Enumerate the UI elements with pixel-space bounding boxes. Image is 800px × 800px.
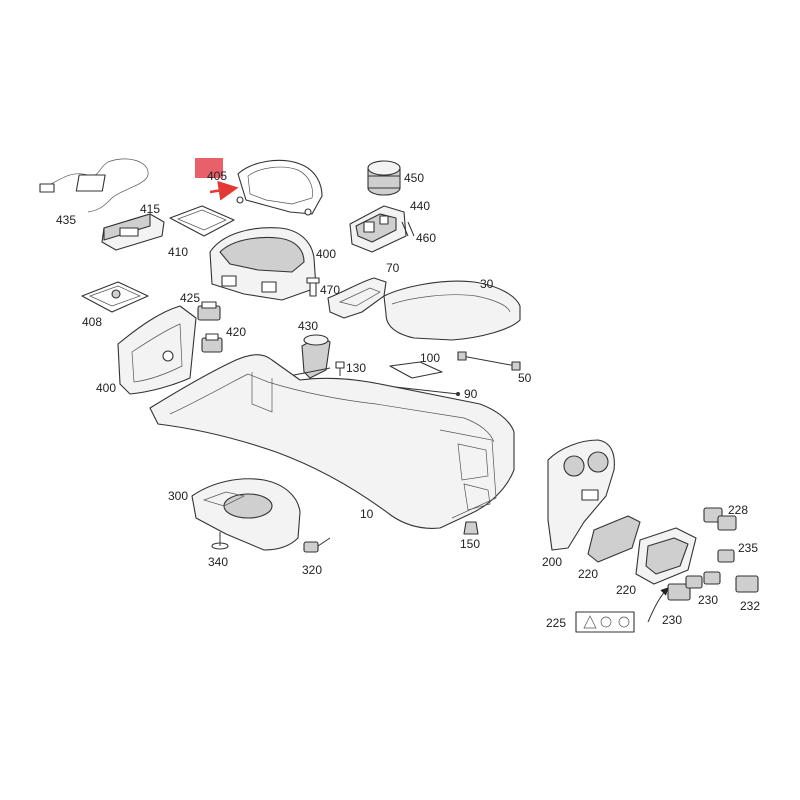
label-220-upper: 220: [578, 567, 598, 581]
label-440: 440: [410, 199, 430, 213]
part-470-screw: [306, 277, 320, 297]
label-340: 340: [208, 555, 228, 569]
label-450: 450: [404, 171, 424, 185]
part-228-switches: [703, 507, 737, 531]
red-arrow-405: [209, 180, 239, 201]
label-230-bottom: 230: [662, 613, 682, 627]
label-130: 130: [346, 361, 366, 375]
part-230-switches: [667, 575, 703, 601]
part-10-console: [149, 354, 515, 529]
label-225: 225: [546, 616, 566, 630]
label-30: 30: [480, 277, 494, 291]
part-220-upper: [587, 515, 641, 563]
part-410-mat: [169, 205, 235, 237]
part-320-socket: [303, 537, 331, 553]
part-100-pad: [389, 361, 443, 379]
part-420-switch: [201, 333, 223, 353]
label-405: 405: [207, 169, 227, 183]
label-220-lower: 220: [616, 583, 636, 597]
part-70-trim: [327, 277, 387, 319]
label-410: 410: [168, 245, 188, 259]
part-200-vent-panel: [547, 439, 615, 551]
part-405-frame: [195, 158, 323, 216]
part-430-cup: [301, 334, 331, 379]
part-150-clip: [463, 521, 479, 535]
label-10: 10: [360, 507, 374, 521]
label-232: 232: [740, 599, 760, 613]
part-440-controller: [349, 205, 407, 253]
label-70: 70: [386, 261, 400, 275]
label-235: 235: [738, 541, 758, 555]
part-400-tray: [209, 227, 317, 301]
highlight-405: [195, 158, 223, 178]
label-228: 228: [728, 503, 748, 517]
part-408-mat: [81, 281, 149, 313]
assembly-arrow-230: [647, 587, 669, 623]
label-400-top: 400: [316, 247, 336, 261]
label-425: 425: [180, 291, 200, 305]
label-300: 300: [168, 489, 188, 503]
part-460-clips: [401, 221, 415, 237]
label-415: 415: [140, 202, 160, 216]
label-420: 420: [226, 325, 246, 339]
part-235-switches: [703, 549, 735, 585]
part-340-screw: [211, 532, 229, 550]
label-230-right: 230: [698, 593, 718, 607]
part-220-lower: [635, 527, 697, 585]
label-200: 200: [542, 555, 562, 569]
part-225-label: [575, 611, 635, 633]
label-320: 320: [302, 563, 322, 577]
label-460: 460: [416, 231, 436, 245]
part-130-screw: [335, 361, 345, 376]
part-415-module: [101, 213, 165, 251]
label-430: 430: [298, 319, 318, 333]
part-435-cable: [39, 158, 149, 213]
label-470: 470: [320, 283, 340, 297]
label-435: 435: [56, 213, 76, 227]
part-232-switch: [735, 575, 759, 593]
part-400-side-panel: [117, 305, 197, 395]
label-100: 100: [420, 351, 440, 365]
part-450-knob: [367, 160, 401, 196]
part-30-armrest: [383, 280, 521, 341]
part-number-labels: 435 415 410 405 450 440 460 400 470 70 3…: [56, 169, 760, 630]
part-300-tray: [191, 478, 301, 551]
label-400-side: 400: [96, 381, 116, 395]
label-90: 90: [464, 387, 478, 401]
part-425-switch: [197, 301, 221, 321]
label-150: 150: [460, 537, 480, 551]
label-50: 50: [518, 371, 532, 385]
label-408: 408: [82, 315, 102, 329]
part-50-rod: [457, 351, 521, 371]
